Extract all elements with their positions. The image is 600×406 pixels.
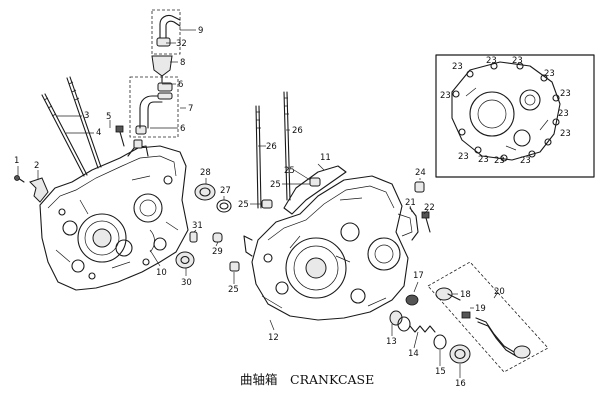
dowel-25-lower [229,261,240,272]
clip-bracket-2 [29,177,49,203]
callout-15: 15 [435,367,446,377]
callout-23-j: 23 [478,155,489,165]
callout-31: 31 [192,221,203,231]
bolt-5 [115,125,125,147]
callout-1: 1 [14,156,19,166]
callout-23-b: 23 [486,56,497,66]
callout-29: 29 [212,247,223,257]
callout-23-a: 23 [452,62,463,72]
breather-assembly [129,9,181,138]
long-stud-bolts-right [255,91,291,209]
callout-28: 28 [200,168,211,178]
callout-11: 11 [320,153,331,163]
clamp-21 [409,207,419,241]
callout-2: 2 [34,161,39,171]
cover-inset-box [435,54,595,178]
callout-6-upper: 6 [178,80,183,90]
callout-25-left: 25 [238,200,249,210]
left-crankcase-half [39,139,189,291]
o-ring-27 [216,199,232,213]
callout-23-e: 23 [560,89,571,99]
callout-4: 4 [96,128,101,138]
callout-24: 24 [415,168,426,178]
fitting-6-lower [135,125,147,135]
callout-19: 19 [475,304,486,314]
gasket-11 [283,165,347,215]
bolt-1 [14,175,25,183]
callout-14: 14 [408,349,419,359]
callout-21: 21 [405,198,416,208]
callout-13: 13 [386,337,397,347]
callout-23-l: 23 [440,91,451,101]
callout-23-i: 23 [494,156,505,166]
callout-23-h: 23 [520,156,531,166]
o-ring-15 [433,334,447,350]
callout-25-mid: 25 [270,180,281,190]
leader-lines [17,29,499,378]
callout-9: 9 [198,26,203,36]
callout-10: 10 [156,268,167,278]
callout-17: 17 [413,271,424,281]
caption-english: CRANKCASE [290,372,374,387]
callout-32: 32 [176,39,187,49]
plug-24 [414,181,425,193]
callout-6-lower: 6 [180,124,185,134]
fitting-18 [435,287,461,301]
filter-screen-13 [389,310,411,332]
right-crankcase-half [243,175,413,321]
callout-5: 5 [106,112,111,122]
callout-26-left: 26 [266,142,277,152]
callout-30: 30 [181,278,192,288]
bolt-22 [421,211,431,233]
dowel-29 [212,232,223,243]
callout-3: 3 [84,111,89,121]
callout-16: 16 [455,379,466,389]
oil-pipe-20-box [427,261,549,373]
callout-8: 8 [180,58,185,68]
callout-23-f: 23 [558,109,569,119]
diagram-caption: 曲轴箱 CRANKCASE [240,372,374,387]
dowel-25-mid [261,199,273,209]
dowel-25-upper [309,177,321,187]
callout-18: 18 [460,290,471,300]
oil-seal-30 [175,251,195,269]
caption-chinese: 曲轴箱 [240,372,278,387]
callout-labels: 1 2 3 4 5 6 6 7 8 9 32 10 11 12 13 14 15… [14,26,571,389]
bolt-19 [461,311,471,319]
callout-23-d: 23 [544,69,555,79]
callout-23-g: 23 [560,129,571,139]
callout-20: 20 [494,287,505,297]
drain-plug-16 [449,344,471,364]
plug-31 [189,231,198,243]
seal-17 [405,294,419,306]
long-stud-bolts-left [41,76,102,177]
oil-seal-28 [194,183,216,201]
callout-25-upper: 25 [284,166,295,176]
callout-23-k: 23 [458,152,469,162]
callout-7: 7 [188,104,193,114]
callout-26-right: 26 [292,126,303,136]
callout-27: 27 [220,186,231,196]
callout-22: 22 [424,203,435,213]
callout-25-lower: 25 [228,285,239,295]
spring-14 [409,325,436,333]
callout-12: 12 [268,333,279,343]
callout-23-c: 23 [512,56,523,66]
